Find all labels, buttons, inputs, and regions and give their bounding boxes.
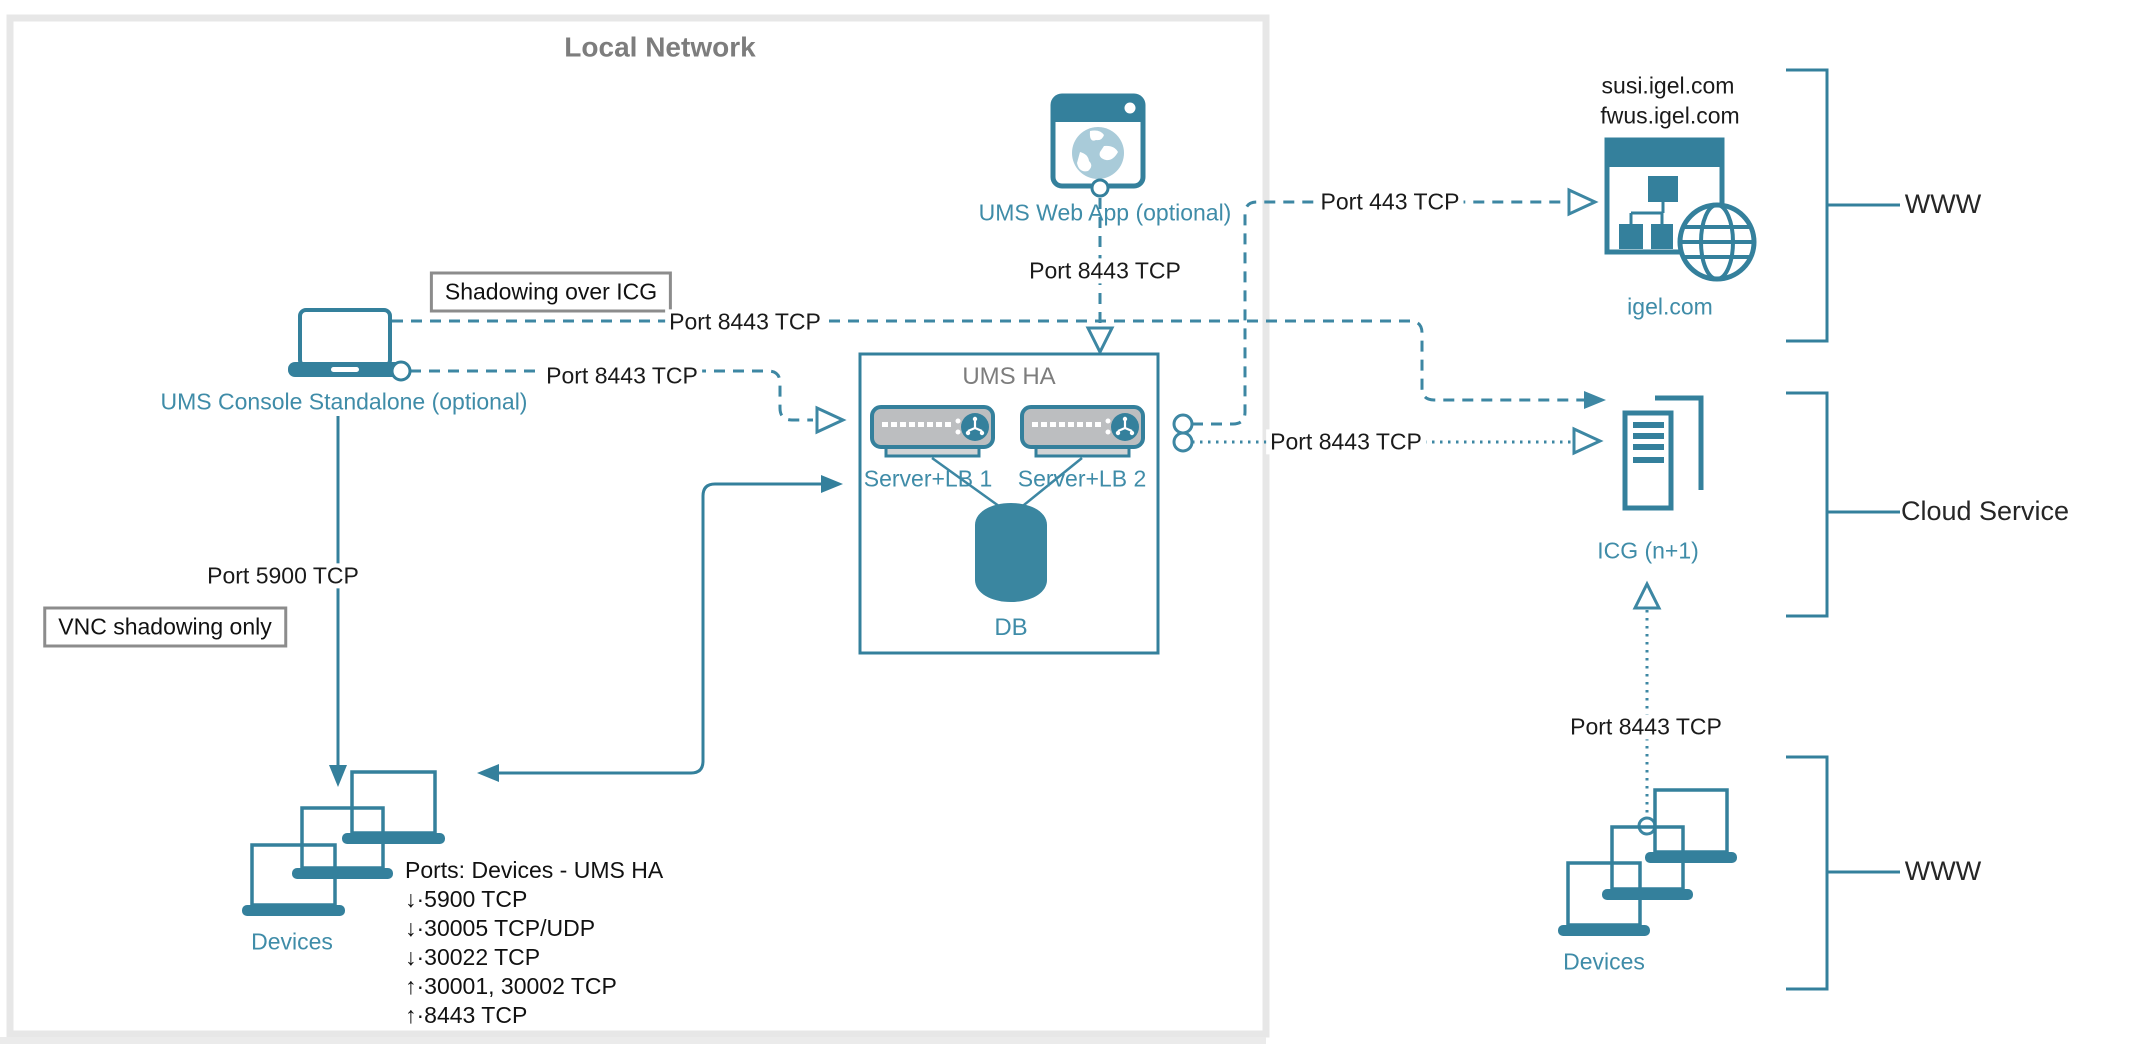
open-arrow-icon	[815, 405, 847, 435]
connection-devices-to-ums	[477, 475, 843, 782]
open-arrow-icon	[1572, 426, 1604, 456]
zone-bracket-www-top	[1786, 68, 1829, 343]
devices-www-icon	[1558, 788, 1737, 936]
connection-webapp-to-ums	[1085, 198, 1115, 356]
server-lb2-icon	[1020, 405, 1145, 458]
bottom-gray-strip	[0, 1037, 1266, 1044]
connector-circle-icon	[1090, 178, 1110, 198]
connection-ums-to-igel	[1192, 187, 1599, 426]
zone-bracket-cloud	[1786, 391, 1829, 618]
filled-arrow-icon	[329, 765, 347, 787]
icg-icon	[1622, 395, 1704, 511]
database-icon	[975, 503, 1047, 602]
filled-arrow-icon	[477, 764, 499, 782]
ums-console-laptop-icon	[288, 308, 412, 382]
server-db-links	[931, 456, 1083, 511]
connection-ums-to-icg	[1192, 426, 1604, 456]
globe-icon	[1677, 202, 1757, 282]
filled-arrow-icon	[821, 475, 843, 493]
connection-console-to-icg	[392, 319, 1606, 409]
zone-bracket-www-bottom	[1786, 755, 1829, 991]
server-lb1-icon	[870, 405, 995, 458]
filled-arrow-icon	[1584, 391, 1606, 409]
igel-com-icon	[1604, 137, 1757, 282]
connection-console-to-devices	[329, 416, 347, 787]
local-network-zone-border	[6, 14, 1270, 1038]
open-arrow-icon	[1085, 326, 1115, 356]
connection-console-to-ums	[410, 369, 847, 435]
devices-local-icon	[242, 770, 445, 916]
connector-circle-icon	[1172, 413, 1194, 435]
open-arrow-icon	[1567, 187, 1599, 217]
connector-circle-icon	[1172, 431, 1194, 453]
open-arrow-icon	[1632, 580, 1662, 610]
ums-web-app-icon	[1050, 93, 1146, 198]
connector-circle-icon	[390, 360, 412, 382]
